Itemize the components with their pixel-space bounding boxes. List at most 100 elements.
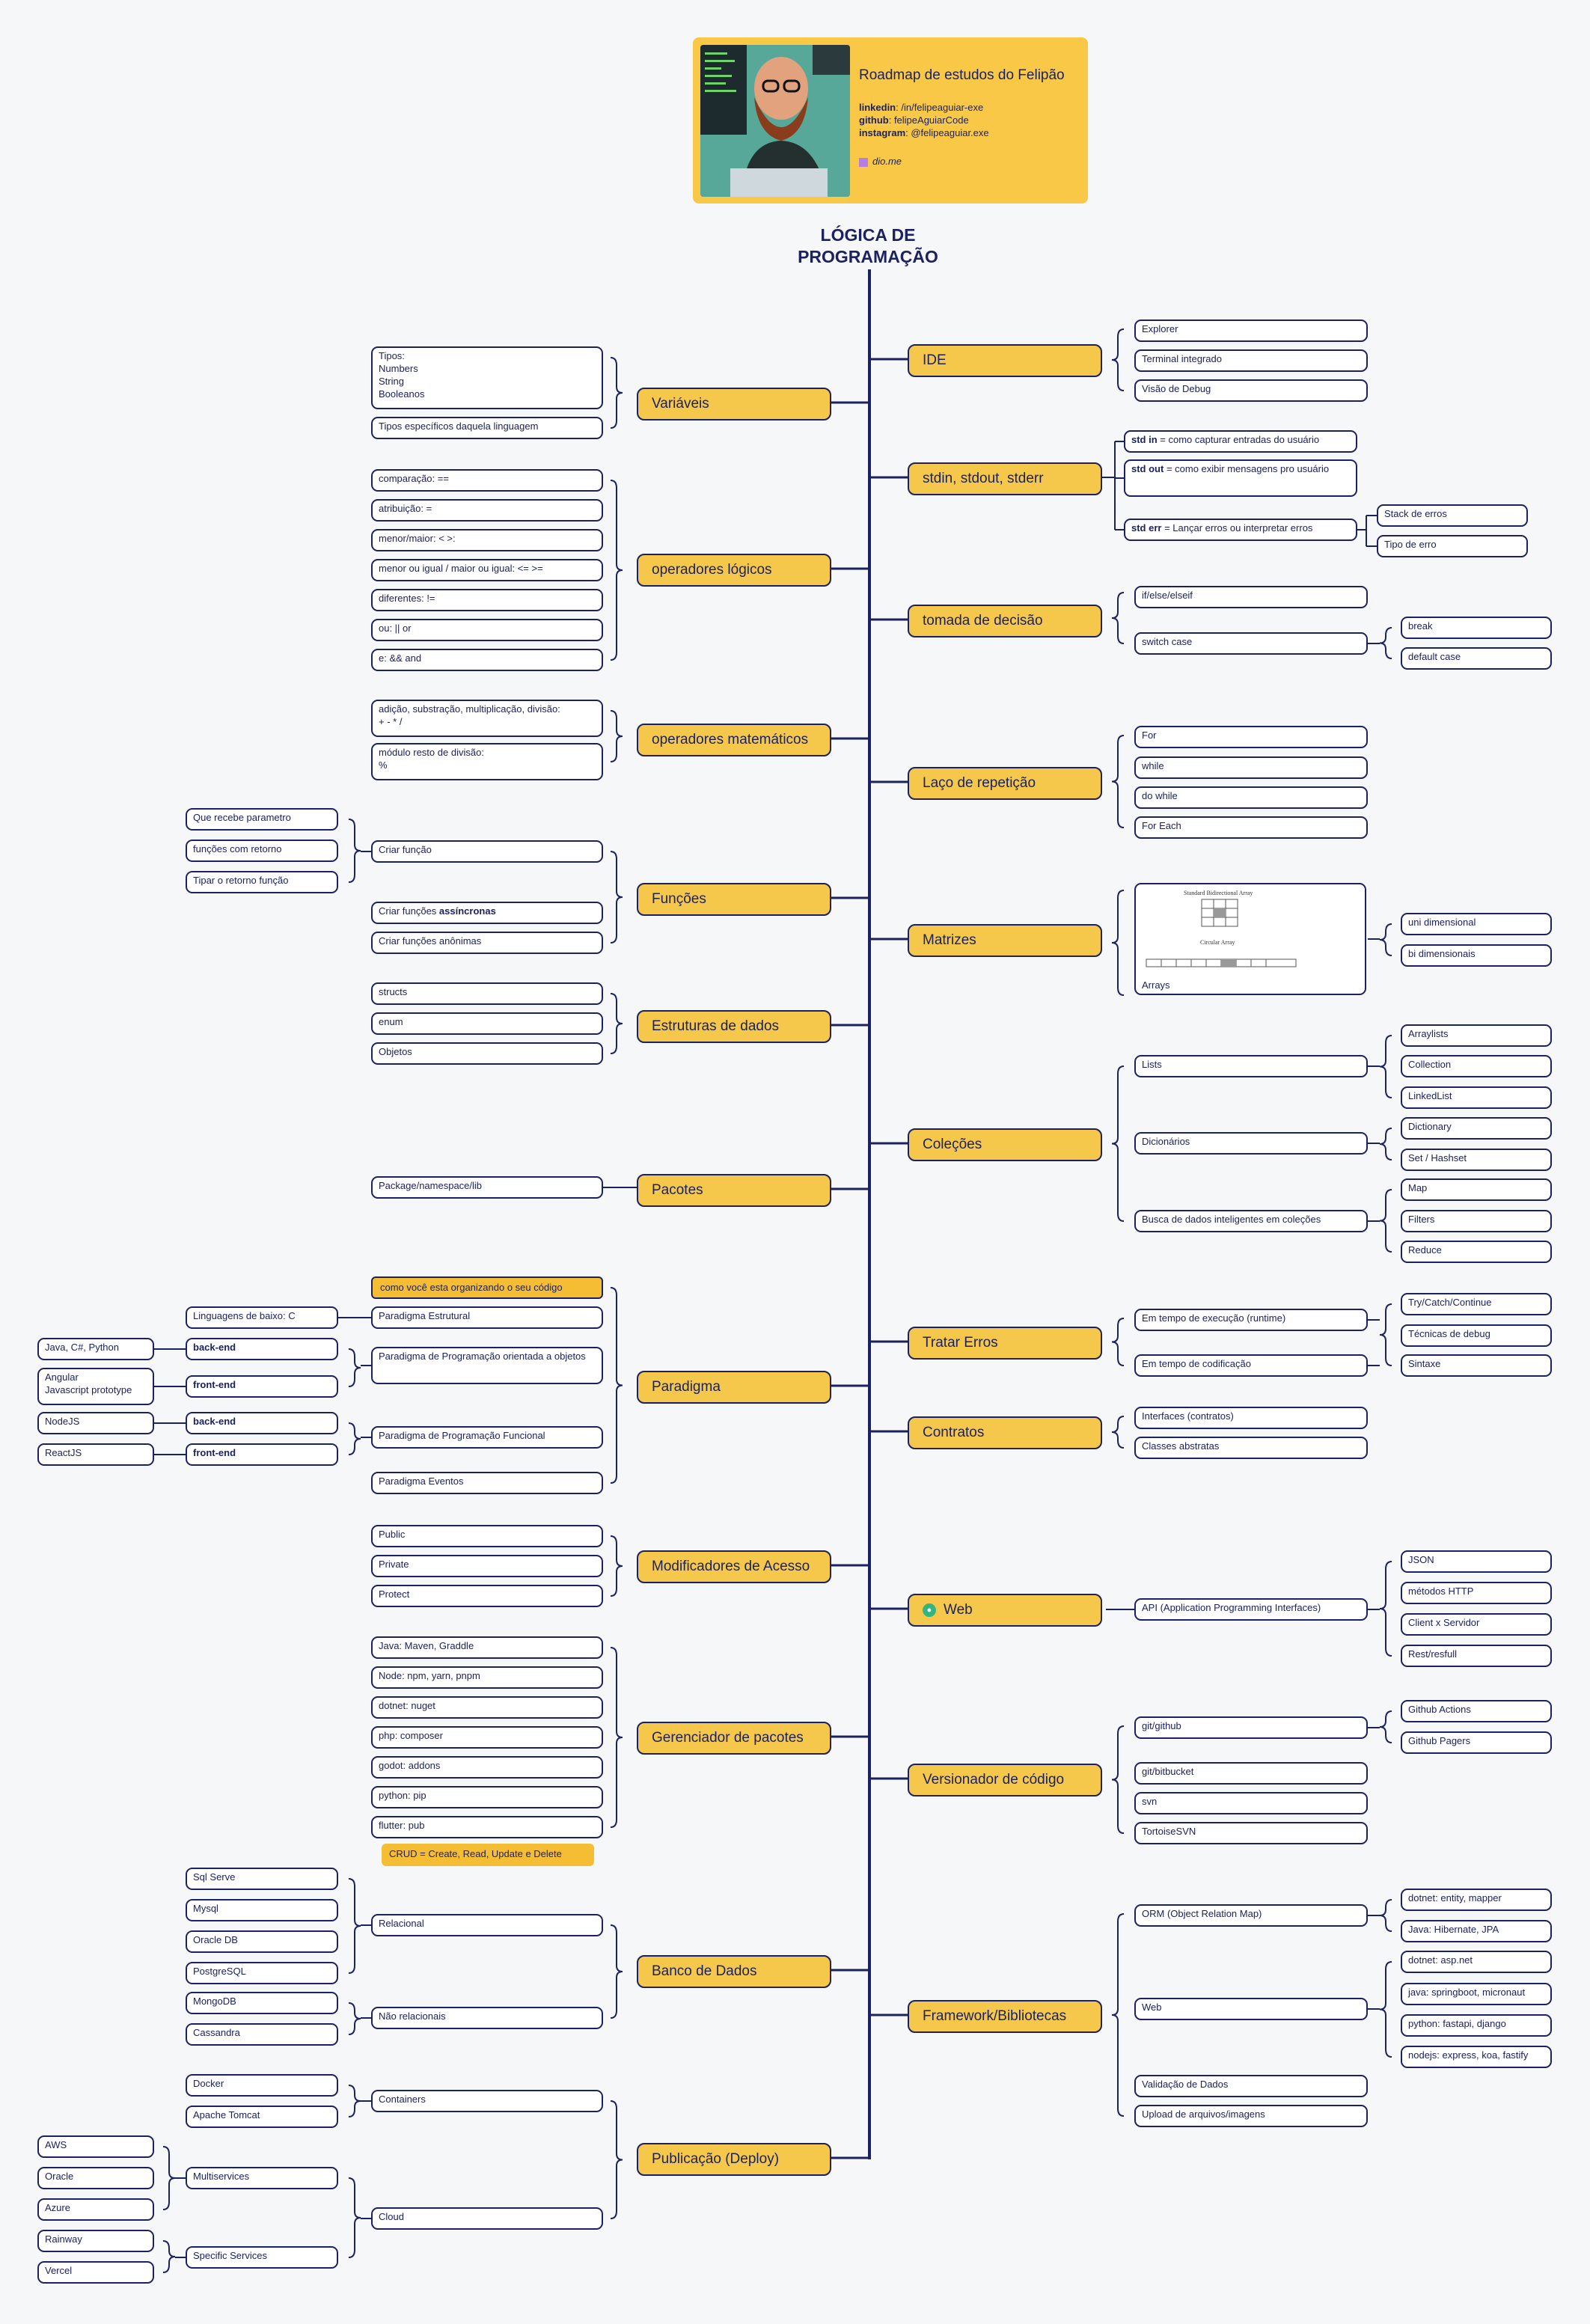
node-set[interactable]: Set / Hashset xyxy=(1401,1149,1552,1171)
node-dotnet[interactable]: dotnet: nuget xyxy=(371,1696,603,1719)
node-default[interactable]: default case xyxy=(1401,647,1552,670)
node-tipos[interactable]: Tipos: Numbers String Booleanos xyxy=(371,346,603,409)
node-rainway[interactable]: Rainway xyxy=(37,2230,154,2252)
node-terminal[interactable]: Terminal integrado xyxy=(1134,349,1368,372)
node-foreach[interactable]: For Each xyxy=(1134,816,1368,839)
node-baixo[interactable]: Linguagens de baixo: C xyxy=(186,1306,338,1329)
node-modulo[interactable]: módulo resto de divisão: % xyxy=(371,743,603,780)
node-funcional[interactable]: Paradigma de Programação Funcional xyxy=(371,1426,603,1449)
node-tomcat[interactable]: Apache Tomcat xyxy=(186,2106,338,2128)
node-structs[interactable]: structs xyxy=(371,982,603,1005)
node-reactjs[interactable]: ReactJS xyxy=(37,1443,154,1466)
node-relacional[interactable]: Relacional xyxy=(371,1914,603,1936)
topic-colecoes[interactable]: Coleções xyxy=(908,1128,1102,1161)
node-tiposesp[interactable]: Tipos específicos daquela linguagem xyxy=(371,417,603,439)
node-dowhile[interactable]: do while xyxy=(1134,786,1368,809)
node-ghpages[interactable]: Github Pagers xyxy=(1401,1731,1552,1754)
node-menormaior[interactable]: menor/maior: < >: xyxy=(371,529,603,551)
node-public[interactable]: Public xyxy=(371,1525,603,1547)
node-oracledb[interactable]: Oracle DB xyxy=(186,1930,338,1953)
node-explorer[interactable]: Explorer xyxy=(1134,319,1368,342)
node-ou[interactable]: ou: || or xyxy=(371,619,603,641)
node-azure[interactable]: Azure xyxy=(37,2198,154,2221)
node-orm[interactable]: ORM (Object Relation Map) xyxy=(1134,1904,1368,1927)
node-switch[interactable]: switch case xyxy=(1134,632,1368,655)
node-adicao[interactable]: adição, substração, multiplicação, divis… xyxy=(371,700,603,737)
node-enum[interactable]: enum xyxy=(371,1012,603,1035)
node-cloud[interactable]: Cloud xyxy=(371,2207,603,2230)
node-python[interactable]: python: pip xyxy=(371,1786,603,1808)
topic-pacotes[interactable]: Pacotes xyxy=(637,1174,831,1207)
node-docker[interactable]: Docker xyxy=(186,2074,338,2097)
node-unidim[interactable]: uni dimensional xyxy=(1401,913,1552,935)
node-containers[interactable]: Containers xyxy=(371,2090,603,2112)
node-protect[interactable]: Protect xyxy=(371,1585,603,1607)
github-line[interactable]: github: felipeAguiarCode xyxy=(859,114,969,126)
node-backend1[interactable]: back-end xyxy=(186,1338,338,1360)
topic-opmat[interactable]: operadores matemáticos xyxy=(637,724,831,756)
topic-versionador[interactable]: Versionador de código xyxy=(908,1764,1102,1796)
topic-banco[interactable]: Banco de Dados xyxy=(637,1955,831,1988)
node-godot[interactable]: godot: addons xyxy=(371,1756,603,1779)
node-aws[interactable]: AWS xyxy=(37,2135,154,2158)
node-abstratas[interactable]: Classes abstratas xyxy=(1134,1437,1368,1459)
node-tortoise[interactable]: TortoiseSVN xyxy=(1134,1822,1368,1844)
node-menorigual[interactable]: menor ou igual / maior ou igual: <= >= xyxy=(371,559,603,581)
node-runtime[interactable]: Em tempo de execução (runtime) xyxy=(1134,1309,1368,1331)
node-linkedlist[interactable]: LinkedList xyxy=(1401,1086,1552,1109)
node-ghactions[interactable]: Github Actions xyxy=(1401,1700,1552,1722)
node-retorno[interactable]: funções com retorno xyxy=(186,840,338,862)
node-tipoerro[interactable]: Tipo de erro xyxy=(1377,535,1528,557)
node-javacs[interactable]: Java, C#, Python xyxy=(37,1338,154,1360)
node-javaorm[interactable]: Java: Hibernate, JPA xyxy=(1401,1920,1552,1942)
topic-gerenciador[interactable]: Gerenciador de pacotes xyxy=(637,1722,831,1755)
topic-variaveis[interactable]: Variáveis xyxy=(637,388,831,421)
node-vercel[interactable]: Vercel xyxy=(37,2261,154,2284)
node-debug[interactable]: Visão de Debug xyxy=(1134,379,1368,402)
linkedin-line[interactable]: linkedin: /in/felipeaguiar-exe xyxy=(859,102,984,113)
node-postgres[interactable]: PostgreSQL xyxy=(186,1962,338,1984)
node-github[interactable]: git/github xyxy=(1134,1716,1368,1739)
node-estrutural[interactable]: Paradigma Estrutural xyxy=(371,1306,603,1329)
topic-framework[interactable]: Framework/Bibliotecas xyxy=(908,2000,1102,2033)
node-stdout[interactable]: std out = como exibir mensagens pro usuá… xyxy=(1124,459,1357,497)
node-interfaces[interactable]: Interfaces (contratos) xyxy=(1134,1407,1368,1429)
topic-modificadores[interactable]: Modificadores de Acesso xyxy=(637,1550,831,1583)
node-naorelacional[interactable]: Não relacionais xyxy=(371,2007,603,2029)
node-tecdebug[interactable]: Técnicas de debug xyxy=(1401,1324,1552,1347)
node-collection[interactable]: Collection xyxy=(1401,1055,1552,1077)
topic-oplogicos[interactable]: operadores lógicos xyxy=(637,554,831,587)
node-atribuicao[interactable]: atribuição: = xyxy=(371,499,603,522)
node-sqlserve[interactable]: Sql Serve xyxy=(186,1868,338,1890)
node-tipar[interactable]: Tipar o retorno função xyxy=(186,871,338,893)
node-flutter[interactable]: flutter: pub xyxy=(371,1816,603,1838)
topic-contratos[interactable]: Contratos xyxy=(908,1416,1102,1449)
node-diferentes[interactable]: diferentes: != xyxy=(371,589,603,611)
node-nodeweb[interactable]: nodejs: express, koa, fastify xyxy=(1401,2046,1552,2068)
node-java[interactable]: Java: Maven, Graddle xyxy=(371,1636,603,1659)
node-busca[interactable]: Busca de dados inteligentes em coleções xyxy=(1134,1210,1368,1232)
node-private[interactable]: Private xyxy=(371,1555,603,1577)
node-ifelse[interactable]: if/else/elseif xyxy=(1134,586,1368,608)
node-rest[interactable]: Rest/resfull xyxy=(1401,1645,1552,1667)
node-frontend1[interactable]: front-end xyxy=(186,1375,338,1398)
topic-estruturas[interactable]: Estruturas de dados xyxy=(637,1010,831,1043)
node-cassandra[interactable]: Cassandra xyxy=(186,2023,338,2046)
node-package[interactable]: Package/namespace/lib xyxy=(371,1176,603,1199)
topic-erros[interactable]: Tratar Erros xyxy=(908,1327,1102,1360)
node-dotnetweb[interactable]: dotnet: asp.net xyxy=(1401,1951,1552,1973)
node-sintaxe[interactable]: Sintaxe xyxy=(1401,1354,1552,1377)
node-validacao[interactable]: Validação de Dados xyxy=(1134,2075,1368,2097)
node-mysql[interactable]: Mysql xyxy=(186,1899,338,1921)
node-trycatch[interactable]: Try/Catch/Continue xyxy=(1401,1293,1552,1315)
node-e[interactable]: e: && and xyxy=(371,649,603,671)
node-dicts[interactable]: Dicionários xyxy=(1134,1132,1368,1155)
topic-laco[interactable]: Laço de repetição xyxy=(908,767,1102,800)
node-multiservices[interactable]: Multiservices xyxy=(186,2167,338,2189)
node-fweb[interactable]: Web xyxy=(1134,1998,1368,2020)
node-anonimas[interactable]: Criar funções anônimas xyxy=(371,932,603,954)
node-nodejs[interactable]: NodeJS xyxy=(37,1412,154,1434)
node-php[interactable]: php: composer xyxy=(371,1726,603,1749)
node-bidim[interactable]: bi dimensionais xyxy=(1401,944,1552,967)
node-pythonweb[interactable]: python: fastapi, django xyxy=(1401,2014,1552,2037)
